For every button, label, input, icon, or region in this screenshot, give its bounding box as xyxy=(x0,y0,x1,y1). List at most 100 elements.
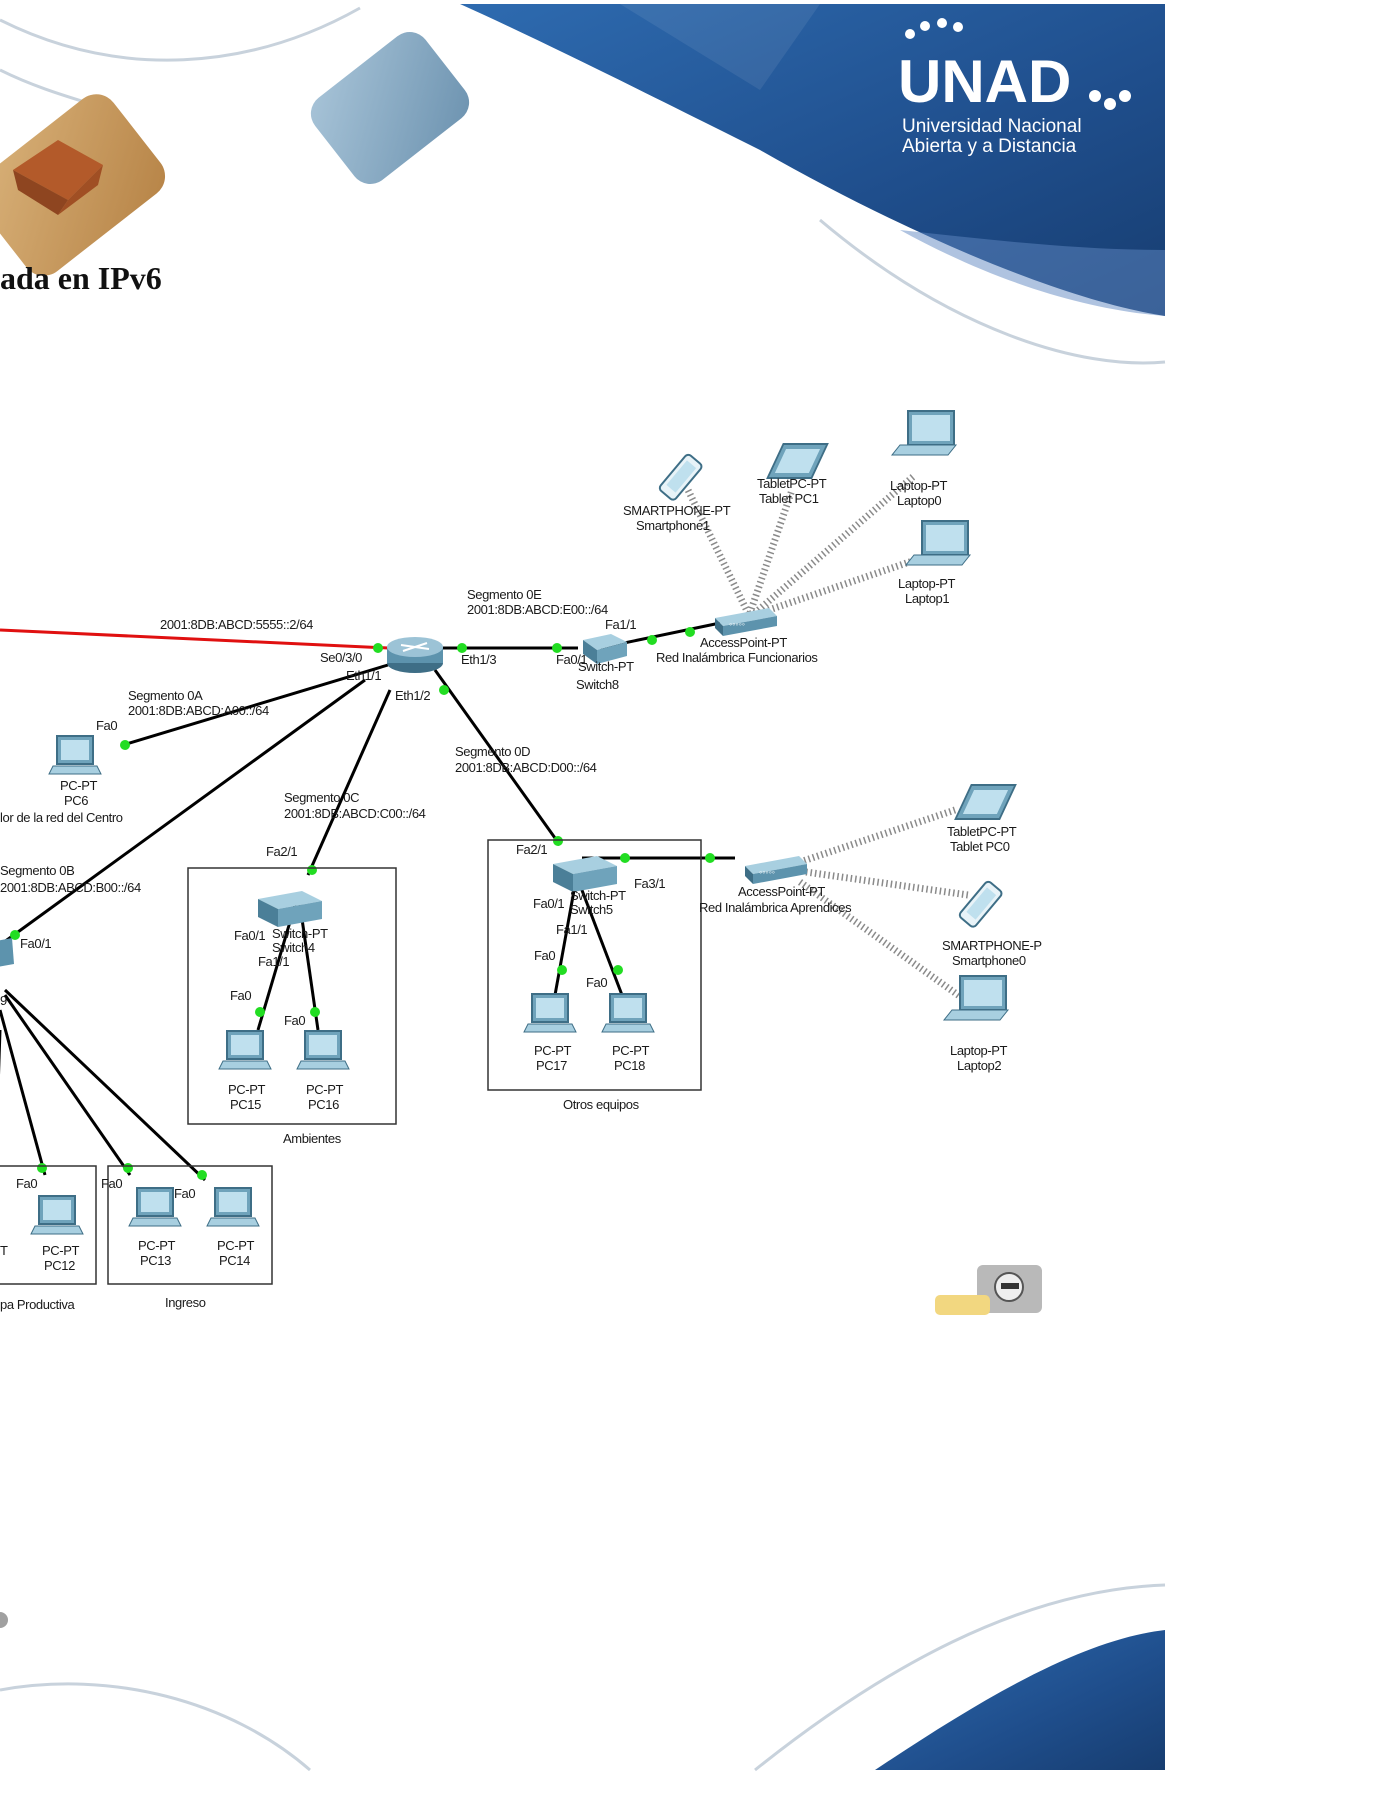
pc16-type: PC-PT xyxy=(306,1082,343,1097)
pc18-icon xyxy=(601,993,655,1033)
switch8-icon xyxy=(583,634,627,664)
seg0d-title: Segmento 0D xyxy=(455,744,530,759)
laptop0-icon xyxy=(890,410,958,456)
wlink-smartphone1 xyxy=(684,488,752,615)
pc17-icon xyxy=(523,993,577,1033)
diagram-labels: 2001:8DB:ABCD:5555::2/64 Segmento 0E 200… xyxy=(0,476,1042,1312)
switch5-port-fa21: Fa2/1 xyxy=(516,842,547,857)
switch9-name: 9 xyxy=(0,993,7,1008)
tile-blue xyxy=(310,32,470,184)
smartphone0-type: SMARTPHONE-P xyxy=(942,938,1042,953)
switch8-type: Switch-PT xyxy=(578,659,634,674)
switch5-port-fa01: Fa0/1 xyxy=(533,896,564,911)
link-router-switch5 xyxy=(433,669,562,846)
area-ingreso-label: Ingreso xyxy=(165,1295,206,1310)
pc15-type: PC-PT xyxy=(228,1082,265,1097)
footer-swoosh xyxy=(875,1630,1165,1770)
switch4-port-fa21: Fa2/1 xyxy=(266,844,297,859)
pc6-icon xyxy=(48,735,102,775)
tablet1-name: Tablet PC1 xyxy=(759,491,819,506)
switch4-port-fa01: Fa0/1 xyxy=(234,928,265,943)
laptop0-type: Laptop-PT xyxy=(890,478,948,493)
laptop2-icon xyxy=(942,975,1010,1021)
pc16-name: PC16 xyxy=(308,1097,339,1112)
laptop1-icon xyxy=(904,520,972,566)
area-etapa-productiva xyxy=(0,1165,97,1285)
switch8-port-fa11: Fa1/1 xyxy=(605,617,636,632)
seg0a-network: 2001:8DB:ABCD:A00::/64 xyxy=(128,703,269,718)
pc13-port: Fa0 xyxy=(101,1176,122,1191)
svg-text:◦◦◦◦◦: ◦◦◦◦◦ xyxy=(759,867,775,877)
pc13-icon xyxy=(128,1187,182,1227)
wireless-links xyxy=(684,472,969,1003)
page-title: ada en IPv6 xyxy=(0,260,162,296)
smartphone0-icon xyxy=(958,880,1003,928)
ap2-type: AccessPoint-PT xyxy=(738,884,825,899)
link-switch5-pc17 xyxy=(553,884,577,996)
serial-network-label: 2001:8DB:ABCD:5555::2/64 xyxy=(160,617,313,632)
switch4-type: Switch-PT xyxy=(272,926,328,941)
pc6-name: PC6 xyxy=(64,793,88,808)
header-swoosh-shade xyxy=(620,4,820,90)
pc16-port: Fa0 xyxy=(284,1013,305,1028)
ap2-name: Red Inalámbrica Aprendices xyxy=(699,900,852,915)
router-port-se030: Se0/3/0 xyxy=(320,650,362,665)
box-icon xyxy=(13,140,103,215)
pc12-icon xyxy=(30,1195,84,1235)
seg0e-network: 2001:8DB:ABCD:E00::/64 xyxy=(467,602,608,617)
switch5-port-fa31: Fa3/1 xyxy=(634,876,665,891)
tablet1-type: TabletPC-PT xyxy=(757,476,827,491)
tablet1-icon xyxy=(766,443,829,479)
seg0b-title: Segmento 0B xyxy=(0,863,74,878)
wlink-tablet1 xyxy=(746,488,796,615)
access-point1-icon: ◦◦◦◦◦ xyxy=(715,608,777,636)
pc6-area-label: lor de la red del Centro xyxy=(0,810,123,825)
link-router-pc6 xyxy=(122,663,389,747)
pc15-name: PC15 xyxy=(230,1097,261,1112)
pc12-name: PC12 xyxy=(44,1258,75,1273)
link-switch9-pc13 xyxy=(3,994,132,1176)
pc17-port: Fa0 xyxy=(534,948,555,963)
router-port-eth13: Eth1/3 xyxy=(461,652,496,667)
tablet0-name: Tablet PC0 xyxy=(950,839,1010,854)
ap1-name: Red Inalámbrica Funcionarios xyxy=(656,650,818,665)
switch4-icon xyxy=(258,891,322,927)
switch5-port-fa11: Fa1/1 xyxy=(556,922,587,937)
seg0c-network: 2001:8DB:ABCD:C00::/64 xyxy=(284,806,426,821)
link-router-switch9 xyxy=(0,678,366,947)
pc12-port: Fa0 xyxy=(16,1176,37,1191)
smartphone0-name: Smartphone0 xyxy=(952,953,1026,968)
router-icon xyxy=(387,637,443,673)
pc6-port: Fa0 xyxy=(96,718,117,733)
area-ingreso xyxy=(107,1165,273,1285)
footer-dot xyxy=(0,1612,8,1628)
header-arc xyxy=(0,6,361,62)
area-etapa-productiva-label: pa Productiva xyxy=(0,1297,75,1312)
router-port-eth12: Eth1/2 xyxy=(395,688,430,703)
seg0d-network: 2001:8DB:ABCD:D00::/64 xyxy=(455,760,597,775)
smartphone1-name: Smartphone1 xyxy=(636,518,710,533)
seg0c-title: Segmento 0C xyxy=(284,790,359,805)
switch9-port-fa01: Fa0/1 xyxy=(20,936,51,951)
laptop1-name: Laptop1 xyxy=(905,591,949,606)
header-swoosh-shade2 xyxy=(900,230,1165,316)
wlink-tablet0 xyxy=(798,806,957,866)
tablet0-icon xyxy=(954,784,1017,820)
serial-link xyxy=(0,628,389,650)
ethernet-links xyxy=(0,621,735,1182)
laptop2-type: Laptop-PT xyxy=(950,1043,1008,1058)
footer-arc2 xyxy=(0,1682,311,1772)
pc18-name: PC18 xyxy=(614,1058,645,1073)
pc15-port: Fa0 xyxy=(230,988,251,1003)
router-port-eth11: Eth1/1 xyxy=(346,668,381,683)
laptop2-name: Laptop2 xyxy=(957,1058,1001,1073)
switch8-name: Switch8 xyxy=(576,677,619,692)
link-switch9-pc12 xyxy=(0,1009,47,1176)
pc18-type: PC-PT xyxy=(612,1043,649,1058)
pc6-type: PC-PT xyxy=(60,778,97,793)
switch4-name: Switch4 xyxy=(272,940,315,955)
link-switch9-pc14 xyxy=(3,988,207,1182)
